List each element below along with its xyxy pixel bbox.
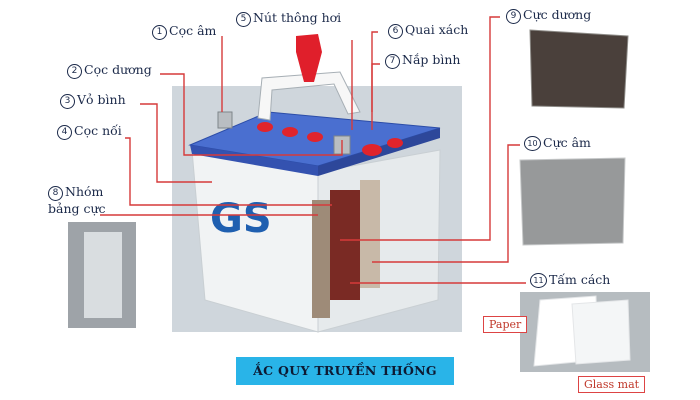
leader-positive-terminal [160, 73, 343, 156]
plate-group-inset-highlight [84, 232, 122, 318]
leader-positive-plate [340, 16, 500, 241]
vent-cap [282, 127, 298, 137]
diagram-caption: ẮC QUY TRUYỀN THỐNG [236, 357, 454, 385]
vent-cap [362, 144, 382, 156]
vent-cap [387, 138, 403, 148]
negative-terminal [217, 111, 233, 129]
separator-cutaway [360, 180, 380, 288]
negative-plate-inset [519, 157, 626, 246]
leader-connector [125, 137, 332, 206]
glass-mat-tag: Glass mat [578, 376, 646, 393]
leader-negative-plate [372, 144, 520, 263]
separator-glass-mat-sheet [571, 299, 631, 365]
plate-cutaway [330, 190, 360, 300]
positive-plate-inset [529, 29, 629, 109]
paper-tag: Paper [483, 316, 528, 333]
carry-handle [257, 71, 361, 121]
brand-logo: GS [210, 196, 272, 242]
vent-cap [307, 132, 323, 142]
vent-cap [257, 122, 273, 132]
battery-lid-front-edge [190, 145, 318, 176]
leader-lid [371, 63, 380, 130]
plate-group-cutaway [312, 200, 330, 318]
leader-handle [371, 31, 378, 112]
vent-cap-inset [296, 34, 322, 82]
leader-case [140, 103, 212, 183]
